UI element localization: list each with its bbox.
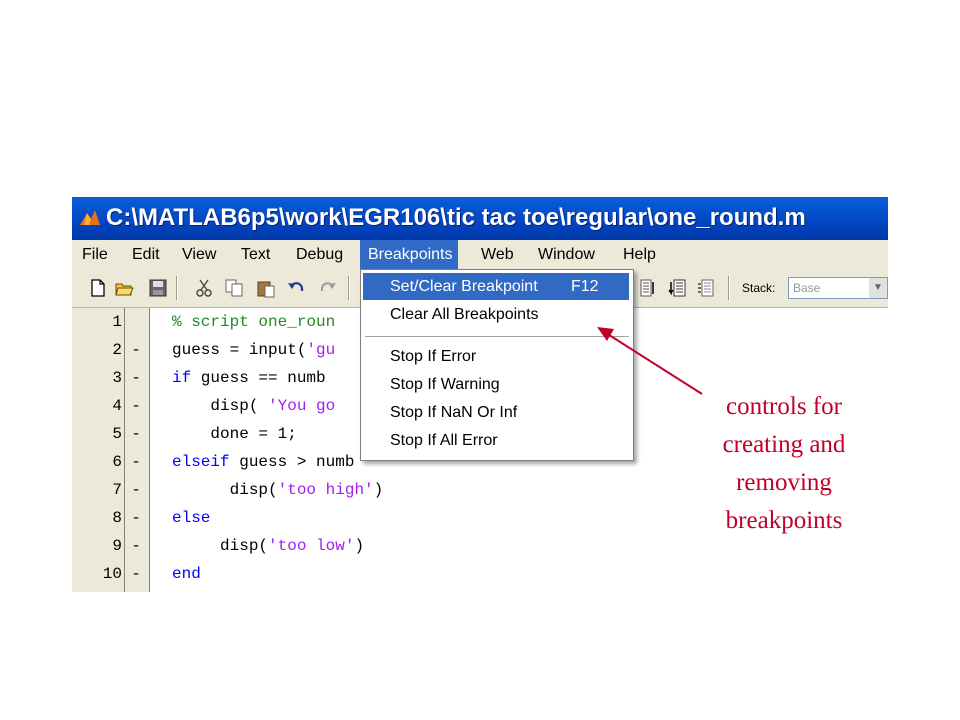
menu-item-stop-if-nan-or-inf[interactable]: Stop If NaN Or Inf: [363, 399, 629, 426]
code-line: disp('too low'): [172, 537, 365, 555]
save-icon[interactable]: [148, 278, 168, 298]
breakpoint-marker[interactable]: -: [131, 509, 141, 527]
code-line: % script one_roun: [172, 313, 336, 331]
line-number: 9: [112, 537, 122, 555]
step-out-icon[interactable]: [668, 278, 688, 298]
annotation-text: controls for creating and removing break…: [694, 388, 874, 540]
menu-item-set-clear-breakpoint[interactable]: Set/Clear Breakpoint F12: [363, 273, 629, 300]
breakpoint-column[interactable]: [124, 308, 150, 592]
breakpoints-menu: Set/Clear Breakpoint F12 Clear All Break…: [360, 269, 634, 461]
code-line: end: [172, 565, 201, 583]
menu-separator: [365, 336, 629, 338]
stack-value: Base: [793, 281, 821, 295]
annotation-line: creating and: [722, 431, 846, 458]
menu-edit[interactable]: Edit: [132, 246, 160, 263]
code-line: else: [172, 509, 211, 527]
line-number: 8: [112, 509, 122, 527]
breakpoint-marker[interactable]: [126, 308, 146, 336]
breakpoint-marker[interactable]: -: [131, 453, 141, 471]
code-line: done = 1;: [172, 425, 297, 443]
line-number: 6: [112, 453, 122, 471]
breakpoint-marker[interactable]: -: [131, 341, 141, 359]
stack-select[interactable]: Base ▼: [788, 277, 888, 299]
menu-file[interactable]: File: [82, 246, 108, 263]
code-line: elseif guess > numb: [172, 453, 355, 471]
breakpoint-marker[interactable]: -: [131, 369, 141, 387]
menu-window[interactable]: Window: [538, 246, 595, 263]
menu-item-clear-all-breakpoints[interactable]: Clear All Breakpoints: [363, 301, 629, 328]
code-line: guess = input('gu: [172, 341, 336, 359]
menu-view[interactable]: View: [182, 246, 217, 263]
toolbar-separator: [728, 276, 730, 300]
breakpoint-marker[interactable]: -: [131, 565, 141, 583]
new-file-icon[interactable]: [88, 278, 108, 298]
matlab-logo-icon: [80, 210, 100, 225]
menu-item-label: Stop If Error: [390, 348, 477, 365]
menu-bar: File Edit View Text Debug Breakpoints We…: [72, 240, 888, 269]
breakpoint-marker[interactable]: -: [131, 425, 141, 443]
line-number: 7: [112, 481, 122, 499]
breakpoint-marker[interactable]: -: [131, 537, 141, 555]
menu-item-label: Stop If Warning: [390, 376, 500, 393]
menu-item-shortcut: F12: [571, 278, 599, 295]
step-in-icon[interactable]: [638, 278, 658, 298]
menu-web[interactable]: Web: [481, 246, 514, 263]
menu-item-label: Clear All Breakpoints: [390, 306, 539, 323]
chevron-down-icon[interactable]: ▼: [869, 278, 887, 298]
stack-label: Stack:: [742, 281, 776, 295]
menu-item-label: Stop If All Error: [390, 432, 498, 449]
annotation-line: controls for: [726, 393, 842, 420]
line-number: 2: [112, 341, 122, 359]
breakpoint-marker[interactable]: -: [131, 397, 141, 415]
cut-icon[interactable]: [194, 278, 214, 298]
line-number: 3: [112, 369, 122, 387]
step-list-icon[interactable]: [696, 278, 716, 298]
line-number: 4: [112, 397, 122, 415]
undo-icon[interactable]: [286, 278, 306, 298]
menu-debug[interactable]: Debug: [296, 246, 344, 263]
menu-breakpoints[interactable]: Breakpoints: [360, 240, 458, 269]
line-number: 10: [102, 565, 122, 583]
line-number: 1: [112, 313, 122, 331]
annotation-line: breakpoints: [725, 507, 843, 534]
code-line: disp('too high'): [172, 481, 384, 499]
menu-item-stop-if-warning[interactable]: Stop If Warning: [363, 371, 629, 398]
paste-icon[interactable]: [256, 278, 276, 298]
annotation-line: removing: [736, 469, 832, 496]
open-folder-icon[interactable]: [114, 278, 134, 298]
code-line: if guess == numb: [172, 369, 326, 387]
window-title: C:\MATLAB6p5\work\EGR106\tic tac toe\reg…: [106, 204, 806, 231]
menu-item-label: Stop If NaN Or Inf: [390, 404, 518, 421]
menu-item-stop-if-error[interactable]: Stop If Error: [363, 343, 629, 370]
toolbar-separator: [348, 276, 350, 300]
title-bar[interactable]: C:\MATLAB6p5\work\EGR106\tic tac toe\reg…: [72, 197, 888, 240]
line-number-gutter: [72, 308, 124, 592]
menu-help[interactable]: Help: [623, 246, 656, 263]
copy-icon[interactable]: [224, 278, 244, 298]
menu-item-label: Set/Clear Breakpoint: [390, 278, 538, 295]
breakpoint-marker[interactable]: -: [131, 481, 141, 499]
toolbar-separator: [176, 276, 178, 300]
menu-text[interactable]: Text: [241, 246, 271, 263]
code-line: disp( 'You go: [172, 397, 336, 415]
line-number: 5: [112, 425, 122, 443]
menu-item-stop-if-all-error[interactable]: Stop If All Error: [363, 427, 629, 454]
redo-icon[interactable]: [318, 278, 338, 298]
